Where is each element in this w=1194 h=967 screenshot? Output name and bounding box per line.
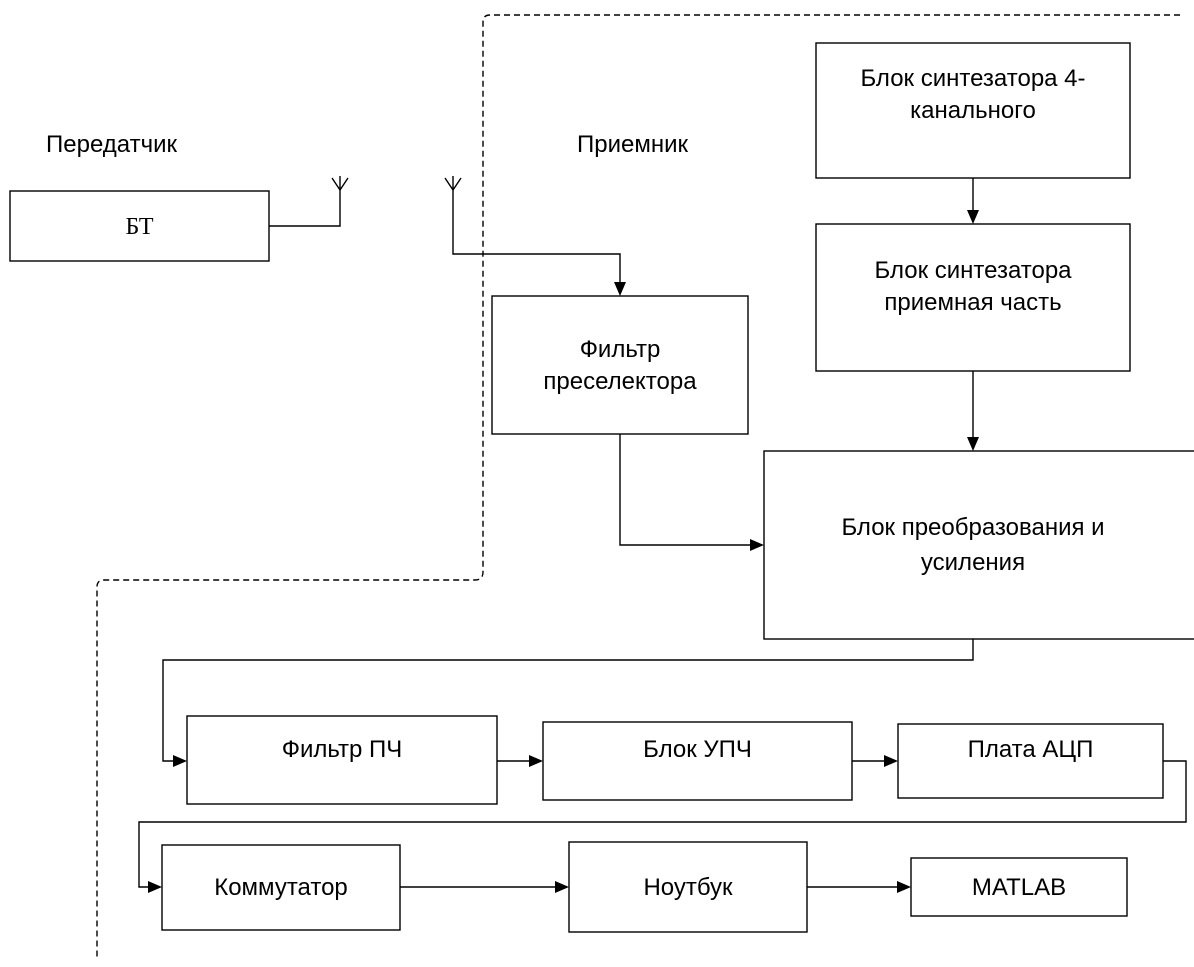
synth-rx-block bbox=[815, 223, 1131, 372]
converter-left-arrowhead bbox=[750, 539, 764, 551]
receiver-label: Приемник bbox=[577, 131, 689, 158]
laptop-label: Ноутбук bbox=[643, 874, 733, 901]
synth-4ch-block bbox=[815, 42, 1131, 179]
synth-4ch-label-line1: Блок синтезатора 4- bbox=[860, 65, 1085, 92]
iffilter-arrowhead bbox=[173, 755, 187, 767]
switch-label: Коммутатор bbox=[214, 874, 348, 901]
synth-rx-label-line2: приемная часть bbox=[884, 289, 1061, 316]
matlab-arrowhead bbox=[897, 881, 911, 893]
if-amp-block bbox=[542, 721, 853, 801]
matlab-label: MATLAB bbox=[972, 874, 1066, 901]
preselector-block bbox=[491, 295, 749, 435]
if-filter-block bbox=[186, 715, 498, 805]
if-amp-label: Блок УПЧ bbox=[643, 736, 752, 763]
adc-to-switch-wire bbox=[138, 760, 1187, 888]
switch-block bbox=[161, 844, 401, 931]
preselector-label-line2: преселектора bbox=[543, 368, 697, 395]
laptop-block bbox=[568, 841, 808, 933]
preselector-label-line1: Фильтр bbox=[580, 336, 661, 363]
synth-4ch-label-line2: канального bbox=[910, 97, 1036, 124]
transmitter-antenna-icon bbox=[331, 176, 349, 191]
converter-block bbox=[763, 450, 1194, 640]
matlab-block bbox=[910, 857, 1128, 917]
preselector-to-converter-wire bbox=[619, 434, 752, 546]
synth-rx-label-line1: Блок синтезатора bbox=[874, 257, 1072, 284]
transmitter-label: Передатчик bbox=[46, 131, 177, 158]
if-filter-label: Фильтр ПЧ bbox=[282, 736, 403, 763]
bt-block bbox=[9, 190, 270, 262]
bt-block-label: БТ bbox=[125, 214, 153, 240]
synthrx-arrowhead bbox=[967, 210, 979, 224]
converter-top-arrowhead bbox=[967, 437, 979, 451]
converter-label-line2: усиления bbox=[921, 549, 1025, 576]
switch-arrowhead bbox=[148, 881, 162, 893]
converter-label-line1: Блок преобразования и bbox=[841, 514, 1104, 541]
ifamp-arrowhead bbox=[529, 755, 543, 767]
receiver-antenna-icon bbox=[444, 176, 462, 191]
adc-arrowhead bbox=[884, 755, 898, 767]
bt-to-antenna-wire bbox=[269, 190, 341, 227]
converter-to-iffilter-wire bbox=[162, 639, 974, 762]
laptop-arrowhead bbox=[555, 881, 569, 893]
transmitter-receiver-boundary bbox=[96, 14, 1180, 960]
adc-board-label: Плата АЦП bbox=[968, 736, 1094, 763]
adc-board-block bbox=[897, 723, 1164, 799]
preselector-arrowhead bbox=[614, 282, 626, 296]
antenna-to-preselector-wire bbox=[452, 190, 621, 284]
